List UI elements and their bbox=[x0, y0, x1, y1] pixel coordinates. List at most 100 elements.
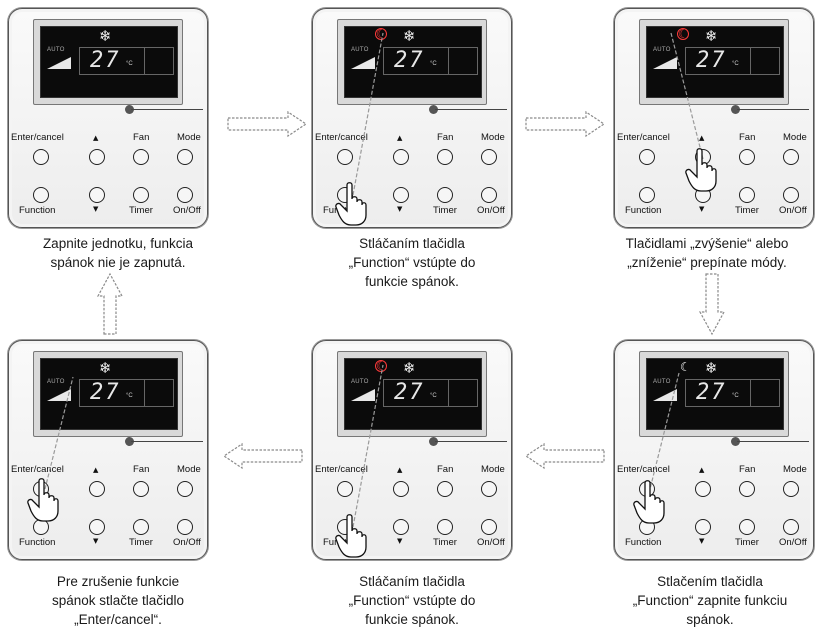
enter-cancel-label: Enter/cancel bbox=[315, 464, 368, 475]
pointer-path-icon bbox=[352, 32, 384, 196]
sleep-moon-icon: ☾ bbox=[678, 27, 689, 41]
fan-button[interactable] bbox=[133, 481, 149, 497]
auto-fan-indicator: AUTO bbox=[651, 47, 677, 73]
up-button[interactable] bbox=[695, 481, 711, 497]
timer-label: Timer bbox=[735, 205, 759, 216]
enter-cancel-button[interactable] bbox=[337, 481, 353, 497]
onoff-label: On/Off bbox=[477, 537, 505, 548]
caption-step-3: Tlačidlami „zvýšenie“ alebo „zníženie“ p… bbox=[592, 234, 822, 272]
remote-panel-6: ☾ ❄ AUTO 27 °C Enter/cancel ▲ Fan Mode F… bbox=[614, 340, 814, 560]
timer-button[interactable] bbox=[437, 519, 453, 535]
auto-label: AUTO bbox=[351, 379, 369, 385]
down-arrow-icon: ▼ bbox=[699, 205, 705, 213]
temperature-value: 27 bbox=[394, 380, 425, 405]
onoff-button[interactable] bbox=[177, 519, 193, 535]
mode-label: Mode bbox=[481, 464, 505, 475]
enter-cancel-button[interactable] bbox=[33, 149, 49, 165]
up-button[interactable] bbox=[89, 149, 105, 165]
pointer-path-icon bbox=[648, 372, 680, 494]
caption-line: Tlačidlami „zvýšenie“ alebo bbox=[625, 236, 789, 251]
timer-button[interactable] bbox=[739, 187, 755, 203]
caption-line: funkcie spánok. bbox=[365, 612, 459, 627]
function-button[interactable] bbox=[639, 187, 655, 203]
temperature-unit: °C bbox=[430, 61, 437, 67]
timer-button[interactable] bbox=[133, 187, 149, 203]
mode-label: Mode bbox=[177, 132, 201, 143]
mode-button[interactable] bbox=[481, 481, 497, 497]
pressing-hand-icon bbox=[335, 182, 367, 226]
onoff-button[interactable] bbox=[481, 519, 497, 535]
fan-speed-icon bbox=[351, 57, 375, 69]
enter-cancel-label: Enter/cancel bbox=[617, 132, 670, 143]
timer-button[interactable] bbox=[437, 187, 453, 203]
down-button[interactable] bbox=[695, 519, 711, 535]
onoff-button[interactable] bbox=[177, 187, 193, 203]
arrow-right-icon bbox=[227, 110, 308, 138]
remote-panel-5: ☾ ❄ AUTO 27 °C Enter/cancel ▲ Fan Mode F… bbox=[312, 340, 512, 560]
segment-box bbox=[749, 379, 780, 407]
segment-box bbox=[447, 379, 478, 407]
caption-line: „Function“ vstúpte do bbox=[348, 255, 476, 270]
down-arrow-icon: ▼ bbox=[699, 537, 705, 545]
timer-label: Timer bbox=[433, 205, 457, 216]
mode-button[interactable] bbox=[177, 149, 193, 165]
enter-cancel-label: Enter/cancel bbox=[11, 132, 64, 143]
up-button[interactable] bbox=[393, 149, 409, 165]
snowflake-icon: ❄ bbox=[705, 359, 718, 377]
mode-button[interactable] bbox=[177, 481, 193, 497]
fan-button[interactable] bbox=[437, 481, 453, 497]
onoff-label: On/Off bbox=[173, 205, 201, 216]
fan-button[interactable] bbox=[739, 481, 755, 497]
enter-cancel-button[interactable] bbox=[337, 149, 353, 165]
enter-cancel-label: Enter/cancel bbox=[11, 464, 64, 475]
onoff-button[interactable] bbox=[783, 187, 799, 203]
lcd-screen: ☾ ❄ AUTO 27 °C bbox=[344, 26, 482, 98]
indicator-led bbox=[731, 437, 740, 446]
caption-line: „Enter/cancel“. bbox=[74, 612, 162, 627]
timer-button[interactable] bbox=[739, 519, 755, 535]
auto-label: AUTO bbox=[351, 47, 369, 53]
up-arrow-icon: ▲ bbox=[699, 134, 705, 142]
fan-speed-icon bbox=[351, 389, 375, 401]
up-button[interactable] bbox=[89, 481, 105, 497]
mode-button[interactable] bbox=[783, 149, 799, 165]
arrow-left-icon bbox=[524, 442, 605, 470]
auto-label: AUTO bbox=[653, 379, 671, 385]
caption-line: „Function“ zapnite funkciu bbox=[632, 593, 788, 608]
lcd-frame: ❄ AUTO 27 °C bbox=[33, 351, 183, 437]
down-button[interactable] bbox=[89, 187, 105, 203]
down-button[interactable] bbox=[89, 519, 105, 535]
fan-speed-icon bbox=[653, 57, 677, 69]
fan-button[interactable] bbox=[133, 149, 149, 165]
pressing-hand-icon bbox=[633, 480, 665, 524]
down-button[interactable] bbox=[393, 519, 409, 535]
caption-line: Pre zrušenie funkcie bbox=[56, 574, 180, 589]
indicator-line bbox=[737, 441, 809, 442]
timer-button[interactable] bbox=[133, 519, 149, 535]
mode-label: Mode bbox=[481, 132, 505, 143]
indicator-line bbox=[435, 109, 507, 110]
fan-button[interactable] bbox=[437, 149, 453, 165]
indicator-led bbox=[125, 105, 134, 114]
fan-speed-icon bbox=[653, 389, 677, 401]
temperature-segment: 27 °C bbox=[685, 379, 751, 407]
function-label: Function bbox=[19, 537, 56, 548]
fan-label: Fan bbox=[437, 464, 454, 475]
arrow-right-icon bbox=[525, 110, 606, 138]
mode-button[interactable] bbox=[783, 481, 799, 497]
function-label: Function bbox=[625, 205, 662, 216]
caption-line: „zníženie“ prepínate módy. bbox=[627, 255, 787, 270]
remote-panel-2: ☾ ❄ AUTO 27 °C Enter/cancel ▲ Fan Mode F… bbox=[312, 8, 512, 228]
fan-button[interactable] bbox=[739, 149, 755, 165]
up-button[interactable] bbox=[393, 481, 409, 497]
caption-step-2: Stláčaním tlačidla „Function“ vstúpte do… bbox=[302, 234, 522, 291]
onoff-button[interactable] bbox=[783, 519, 799, 535]
enter-cancel-button[interactable] bbox=[639, 149, 655, 165]
function-button[interactable] bbox=[33, 187, 49, 203]
pointer-path-icon bbox=[44, 376, 74, 490]
onoff-button[interactable] bbox=[481, 187, 497, 203]
mode-button[interactable] bbox=[481, 149, 497, 165]
down-button[interactable] bbox=[393, 187, 409, 203]
pressing-hand-icon bbox=[685, 148, 717, 192]
